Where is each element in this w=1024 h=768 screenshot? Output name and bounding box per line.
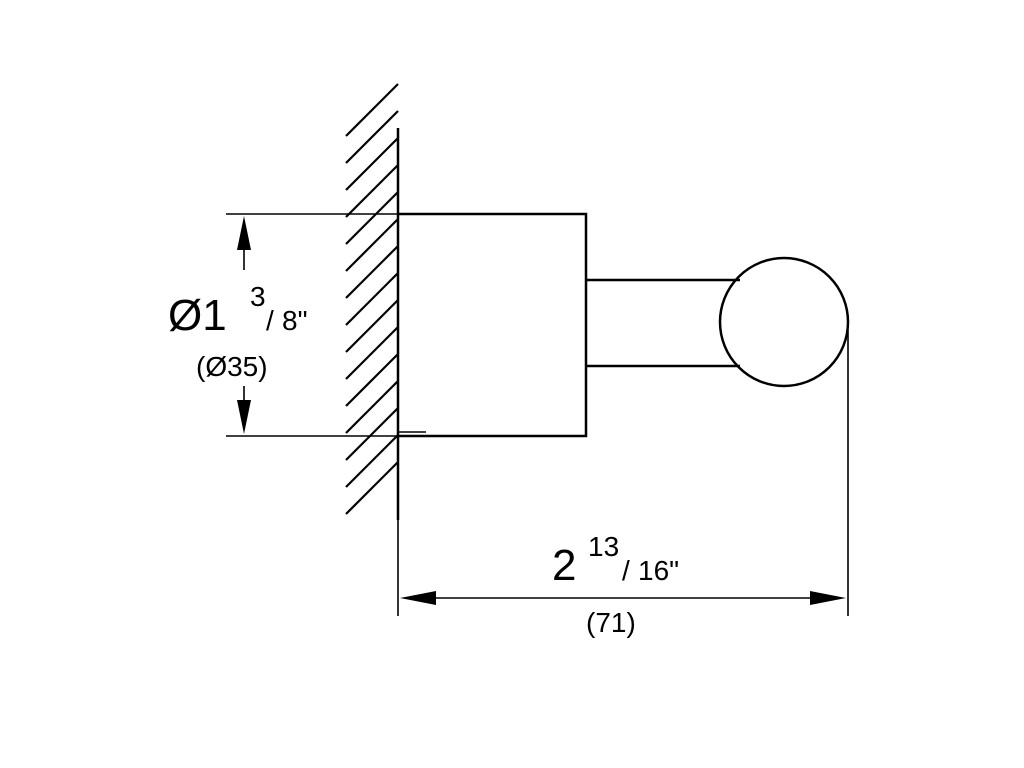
hatch-stroke (345, 434, 399, 488)
length-arrow-right (810, 591, 846, 605)
hatch-stroke (345, 326, 399, 380)
hatch-stroke (345, 407, 399, 461)
length-whole-label: 2 (552, 541, 576, 590)
hatch-stroke (345, 245, 399, 299)
diameter-arrow-up (237, 216, 251, 250)
diameter-numerator: 3 (250, 281, 266, 312)
wall-hatching (345, 83, 399, 515)
hatch-stroke (345, 191, 399, 245)
hatch-stroke (345, 353, 399, 407)
diameter-symbol-label: Ø1 (168, 291, 227, 340)
hatch-stroke (345, 218, 399, 272)
diameter-arrow-down (237, 400, 251, 434)
length-denominator: 16" (638, 555, 679, 586)
diameter-denominator: 8" (282, 305, 308, 336)
length-slash: / (622, 555, 630, 586)
length-numerator: 13 (588, 531, 619, 562)
length-arrow-left (400, 591, 436, 605)
hook-knob (718, 256, 850, 388)
hatch-stroke (345, 137, 399, 191)
mounting-base (398, 212, 588, 438)
diameter-metric-label: (Ø35) (196, 351, 268, 382)
hatch-stroke (345, 461, 399, 515)
hatch-stroke (345, 83, 399, 137)
diameter-slash: / (266, 305, 274, 336)
hatch-stroke (345, 380, 399, 434)
hatch-stroke (345, 272, 399, 326)
hatch-stroke (345, 164, 399, 218)
hatch-stroke (345, 110, 399, 164)
length-metric-label: (71) (586, 607, 636, 638)
hatch-stroke (345, 299, 399, 353)
